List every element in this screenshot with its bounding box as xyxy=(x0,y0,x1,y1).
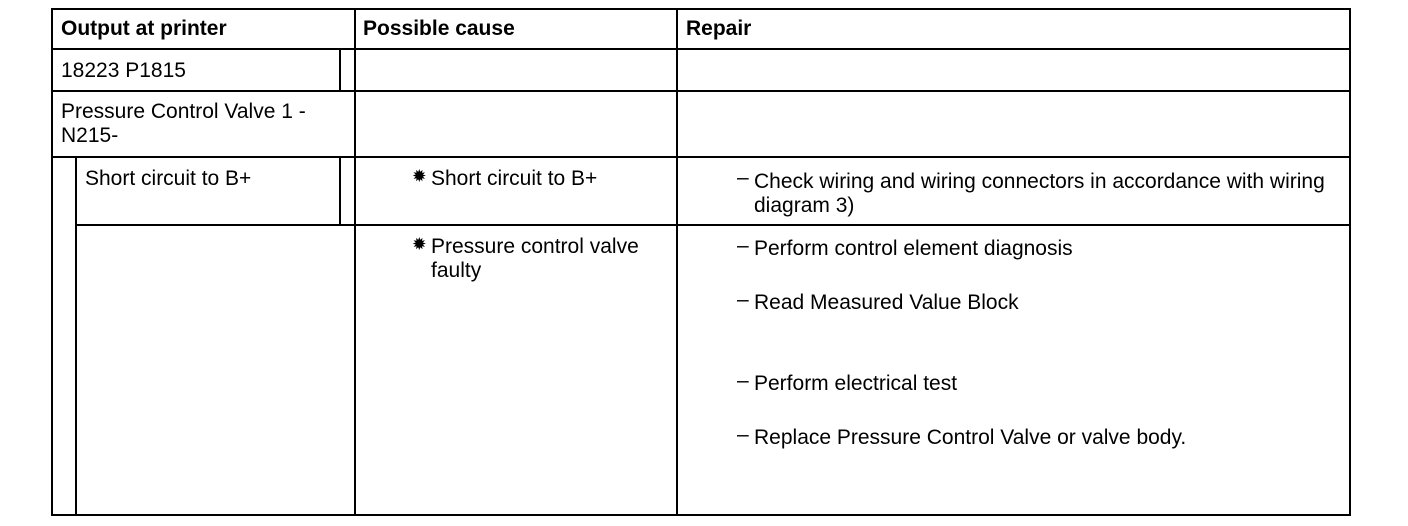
repair-dash-icon: – xyxy=(737,423,749,446)
row-divider xyxy=(51,156,1351,158)
repair-dash-icon: – xyxy=(737,288,749,311)
cause-text: Short circuit to B+ xyxy=(431,167,598,190)
row-divider xyxy=(77,224,1351,226)
cause-bullet-icon: ✹ xyxy=(413,168,426,185)
fault-description: Short circuit to B+ xyxy=(85,167,252,190)
component-name: Pressure Control Valve 1 - N215- xyxy=(61,100,306,147)
repair-dash-icon: – xyxy=(737,369,749,392)
indent-rule xyxy=(339,50,341,92)
cause-bullet-icon: ✹ xyxy=(413,236,426,253)
fault-code: 18223 P1815 xyxy=(61,59,186,82)
indent-rule xyxy=(75,156,77,516)
column-divider xyxy=(354,8,356,516)
repair-text: Perform electrical test xyxy=(754,372,958,395)
repair-text: Replace Pressure Control Valve or valve … xyxy=(754,426,1187,449)
header-divider xyxy=(51,48,1351,50)
repair-dash-icon: – xyxy=(737,166,749,189)
row-divider xyxy=(51,90,1351,92)
repair-text: Perform control element diagnosis xyxy=(754,237,1073,260)
header-output: Output at printer xyxy=(61,17,227,40)
cause-text: Pressure control valve faulty xyxy=(431,235,639,282)
column-divider xyxy=(676,8,678,516)
repair-text: Check wiring and wiring connectors in ac… xyxy=(754,170,1325,217)
repair-dash-icon: – xyxy=(737,234,749,257)
header-cause: Possible cause xyxy=(363,17,515,40)
diagnostic-table xyxy=(51,8,1351,516)
indent-rule xyxy=(339,158,341,226)
repair-text: Read Measured Value Block xyxy=(754,291,1019,314)
header-repair: Repair xyxy=(686,17,752,40)
